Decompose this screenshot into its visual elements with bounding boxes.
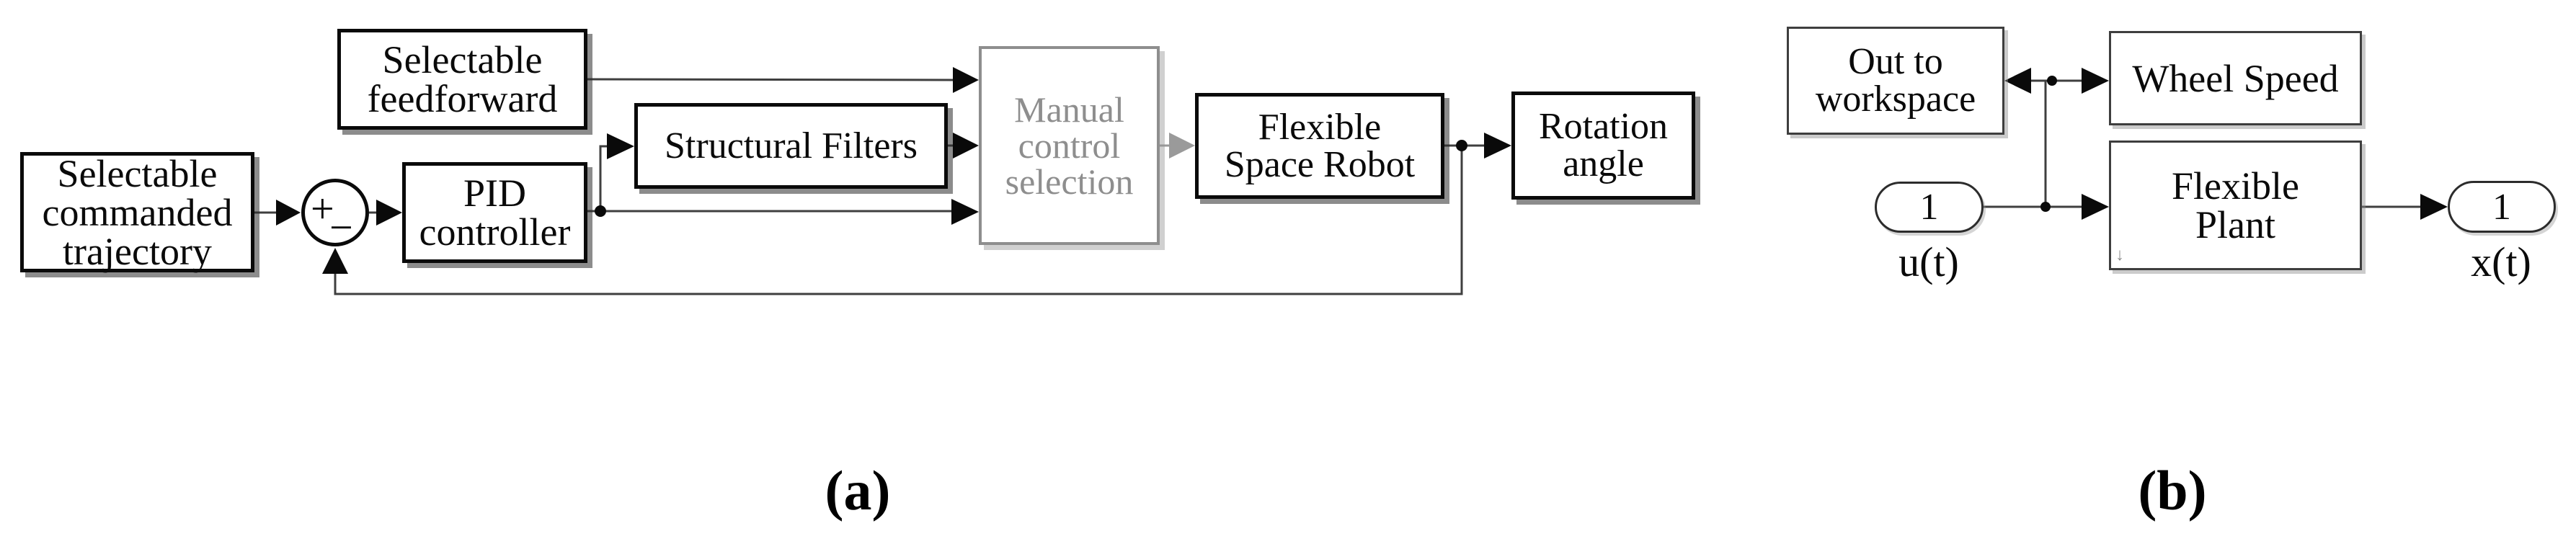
block-wheel-speed: Wheel Speed [2109, 31, 2362, 125]
block-label-line: Structural Filters [665, 125, 918, 166]
block-label-line: Plant [2195, 203, 2275, 246]
output-port-oval: 1 [2448, 181, 2556, 233]
block-selectable-commanded-trajectory: Selectable commanded trajectory [20, 152, 254, 272]
block-label-line: Wheel Speed [2132, 56, 2339, 100]
wire-feedback-loop [334, 146, 1463, 295]
panel-b-caption: (b) [2138, 459, 2207, 522]
block-label-line: PID [463, 171, 526, 215]
junction-dot-robot-output [1456, 140, 1467, 151]
block-label-line: selection [1005, 161, 1134, 202]
block-label-line: Space Robot [1224, 143, 1416, 185]
block-label-line: Out to [1848, 41, 1943, 82]
block-rotation-angle: Rotation angle [1511, 92, 1695, 200]
block-label-line: Selectable [382, 38, 543, 81]
panel-a-caption: (a) [825, 459, 891, 522]
block-label-line: Manual [1014, 89, 1124, 130]
arrowhead-into-workspace [2004, 68, 2031, 94]
input-port-label: u(t) [1898, 238, 1959, 285]
block-label-line: workspace [1815, 79, 1976, 120]
wire-pid-branch-to-filters [599, 145, 608, 211]
block-label-line: commanded [42, 190, 233, 234]
input-port-oval: 1 [1875, 182, 1984, 233]
sum-junction: + − [301, 179, 369, 251]
block-label-line: angle [1563, 143, 1644, 184]
block-flexible-space-robot: Flexible Space Robot [1195, 93, 1444, 199]
block-out-to-workspace: Out to workspace [1787, 27, 2004, 135]
arrowhead-into-selector-middle [953, 133, 979, 159]
block-selectable-feedforward: Selectable feedforward [337, 29, 587, 130]
block-label-line: control [1018, 125, 1121, 166]
block-label-line: trajectory [63, 229, 212, 273]
arrowhead-into-pid [376, 200, 402, 226]
block-manual-control-selection: Manual control selection [979, 46, 1160, 245]
wire-feedforward-to-selector-top [587, 78, 955, 81]
arrowhead-into-filters [607, 133, 634, 159]
input-port-number: 1 [1919, 187, 1939, 228]
junction-dot-input-line [2040, 202, 2051, 212]
sum-minus-sign: − [329, 204, 353, 251]
arrowhead-into-rotation [1484, 133, 1511, 159]
arrowhead-into-selector-top [953, 67, 979, 93]
junction-dot-pid-output [595, 205, 606, 217]
block-label-line: Flexible [1258, 106, 1382, 148]
arrowhead-into-sum [276, 200, 301, 226]
block-label-line: Flexible [2172, 164, 2299, 208]
sum-plus-sign: + [311, 185, 334, 232]
block-label-line: Selectable [57, 151, 218, 195]
block-pid-controller: PID controller [402, 162, 587, 263]
output-port-label: x(t) [2471, 238, 2531, 285]
plant-mask-arrow-icon: ↓ [2115, 246, 2124, 264]
junction-dot-branch-top [2047, 76, 2057, 86]
arrowhead-into-output-port [2420, 194, 2448, 220]
block-structural-filters: Structural Filters [634, 103, 948, 189]
output-port-number: 1 [2492, 186, 2511, 228]
arrowhead-into-wheelspeed [2082, 68, 2109, 94]
arrowhead-feedback-into-sum [322, 248, 348, 274]
arrowhead-into-selector-bottom [951, 199, 979, 225]
arrowhead-into-plant [2082, 194, 2109, 220]
arrowhead-selector-to-robot [1169, 133, 1195, 159]
block-flexible-plant: Flexible Plant ↓ [2109, 141, 2362, 270]
block-label-line: Rotation [1538, 106, 1669, 147]
block-label-line: controller [419, 210, 571, 254]
block-label-line: feedforward [367, 77, 558, 120]
